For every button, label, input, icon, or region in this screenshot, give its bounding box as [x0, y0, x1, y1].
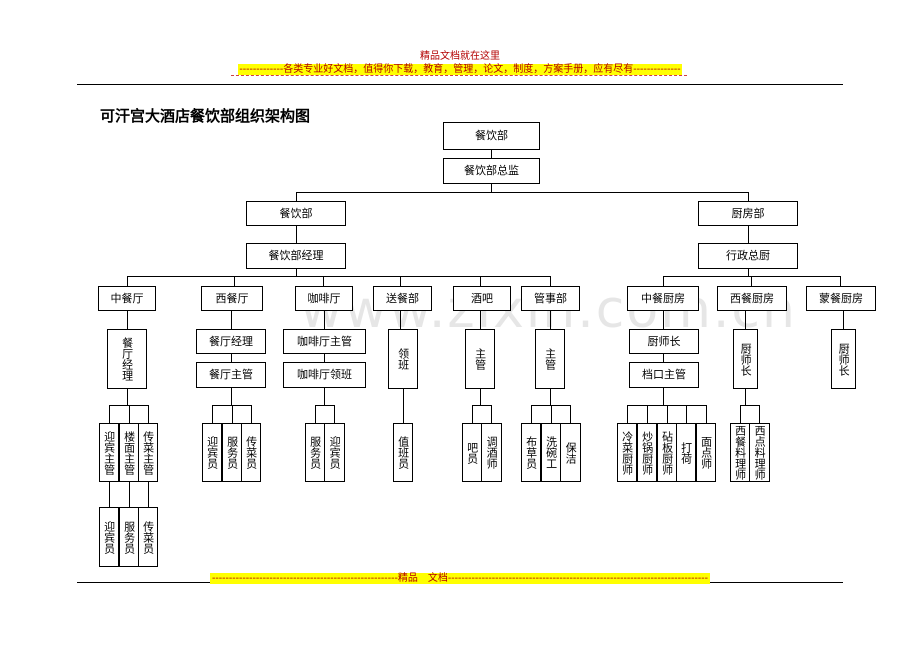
node-guanshibu: 管事部 [521, 286, 580, 311]
node-zccf-chef: 厨师长 [629, 329, 699, 354]
node-gsb-staff-1: 洗碗工 [541, 423, 561, 482]
node-xccf-chef: 厨师长 [733, 329, 758, 389]
footer-line: ----------------------------------------… [0, 569, 920, 584]
node-director: 餐饮部总监 [443, 158, 540, 184]
node-zct-manager: 餐厅经理 [107, 329, 147, 389]
page-title: 可汗宫大酒店餐饮部组织架构图 [100, 107, 311, 125]
node-xicanting: 西餐厅 [201, 286, 263, 311]
node-gsb-supervisor: 主管 [535, 329, 565, 389]
node-gsb-staff-0: 布草员 [521, 423, 541, 482]
node-kft-staff-1: 迎宾员 [324, 423, 345, 482]
node-zccf-staff-3: 打荷 [676, 423, 696, 482]
node-zhongcanchufang: 中餐厨房 [627, 286, 699, 311]
node-zccf-supervisor: 档口主管 [629, 362, 699, 388]
node-left-dept: 餐饮部 [246, 201, 346, 226]
header-line-1: 精品文档就在这里 [420, 51, 500, 62]
node-jiuba: 酒吧 [453, 286, 511, 311]
node-scb-leader: 领班 [388, 329, 418, 389]
node-scb-staff-0: 值班员 [393, 423, 413, 482]
node-right-dept: 厨房部 [698, 201, 798, 226]
top-rule [77, 84, 843, 85]
node-kafeiting: 咖啡厅 [295, 286, 353, 311]
node-zct-sup-1: 楼面主管 [119, 423, 139, 482]
header-dash-divider [231, 75, 687, 76]
node-zct-staff-2: 传菜员 [138, 507, 158, 567]
node-xct-staff-2: 传菜员 [241, 423, 261, 482]
node-zccf-staff-2: 砧板厨师 [657, 423, 677, 482]
node-zhongcanting: 中餐厅 [98, 286, 156, 311]
node-xccf-staff-0: 西餐料理师 [730, 423, 750, 482]
node-kft-supervisor: 咖啡厅主管 [283, 329, 366, 354]
node-xct-staff-1: 服务员 [222, 423, 242, 482]
node-songcanbu: 送餐部 [373, 286, 432, 311]
node-zct-sup-2: 传菜主管 [138, 423, 158, 482]
node-zccf-staff-4: 面点师 [696, 423, 716, 482]
header-line-2: -------------各类专业好文档，值得你下载，教育，管理，论文，制度，方… [0, 60, 920, 75]
node-kft-leader: 咖啡厅领班 [283, 362, 366, 388]
header-line-2-text: -------------各类专业好文档，值得你下载，教育，管理，论文，制度，方… [238, 64, 682, 75]
node-jb-supervisor: 主管 [465, 329, 495, 389]
node-xccf-staff-1: 西点料理师 [749, 423, 770, 482]
node-gsb-staff-2: 保洁 [560, 423, 581, 482]
node-mccf-chef: 厨师长 [831, 329, 856, 389]
node-zct-sup-0: 迎宾主管 [99, 423, 119, 482]
node-canyinbu-top: 餐饮部 [443, 122, 540, 150]
node-xct-supervisor: 餐厅主管 [196, 362, 266, 388]
node-jb-staff-0: 吧员 [462, 423, 482, 482]
node-zct-staff-1: 服务员 [119, 507, 139, 567]
node-zct-staff-0: 迎宾员 [99, 507, 119, 567]
node-kft-staff-0: 服务员 [305, 423, 325, 482]
node-mengcanchufang: 蒙餐厨房 [806, 286, 876, 311]
node-xct-staff-0: 迎宾员 [202, 423, 222, 482]
node-zccf-staff-0: 冷菜厨师 [617, 423, 637, 482]
node-jb-staff-1: 调酒师 [481, 423, 502, 482]
node-xct-manager: 餐厅经理 [196, 329, 266, 354]
node-zccf-staff-1: 炒锅厨师 [637, 423, 657, 482]
footer-text: ----------------------------------------… [209, 573, 710, 584]
node-right-manager: 行政总厨 [698, 243, 798, 269]
node-xicanchufang: 西餐厨房 [717, 286, 787, 311]
node-left-manager: 餐饮部经理 [246, 243, 346, 269]
